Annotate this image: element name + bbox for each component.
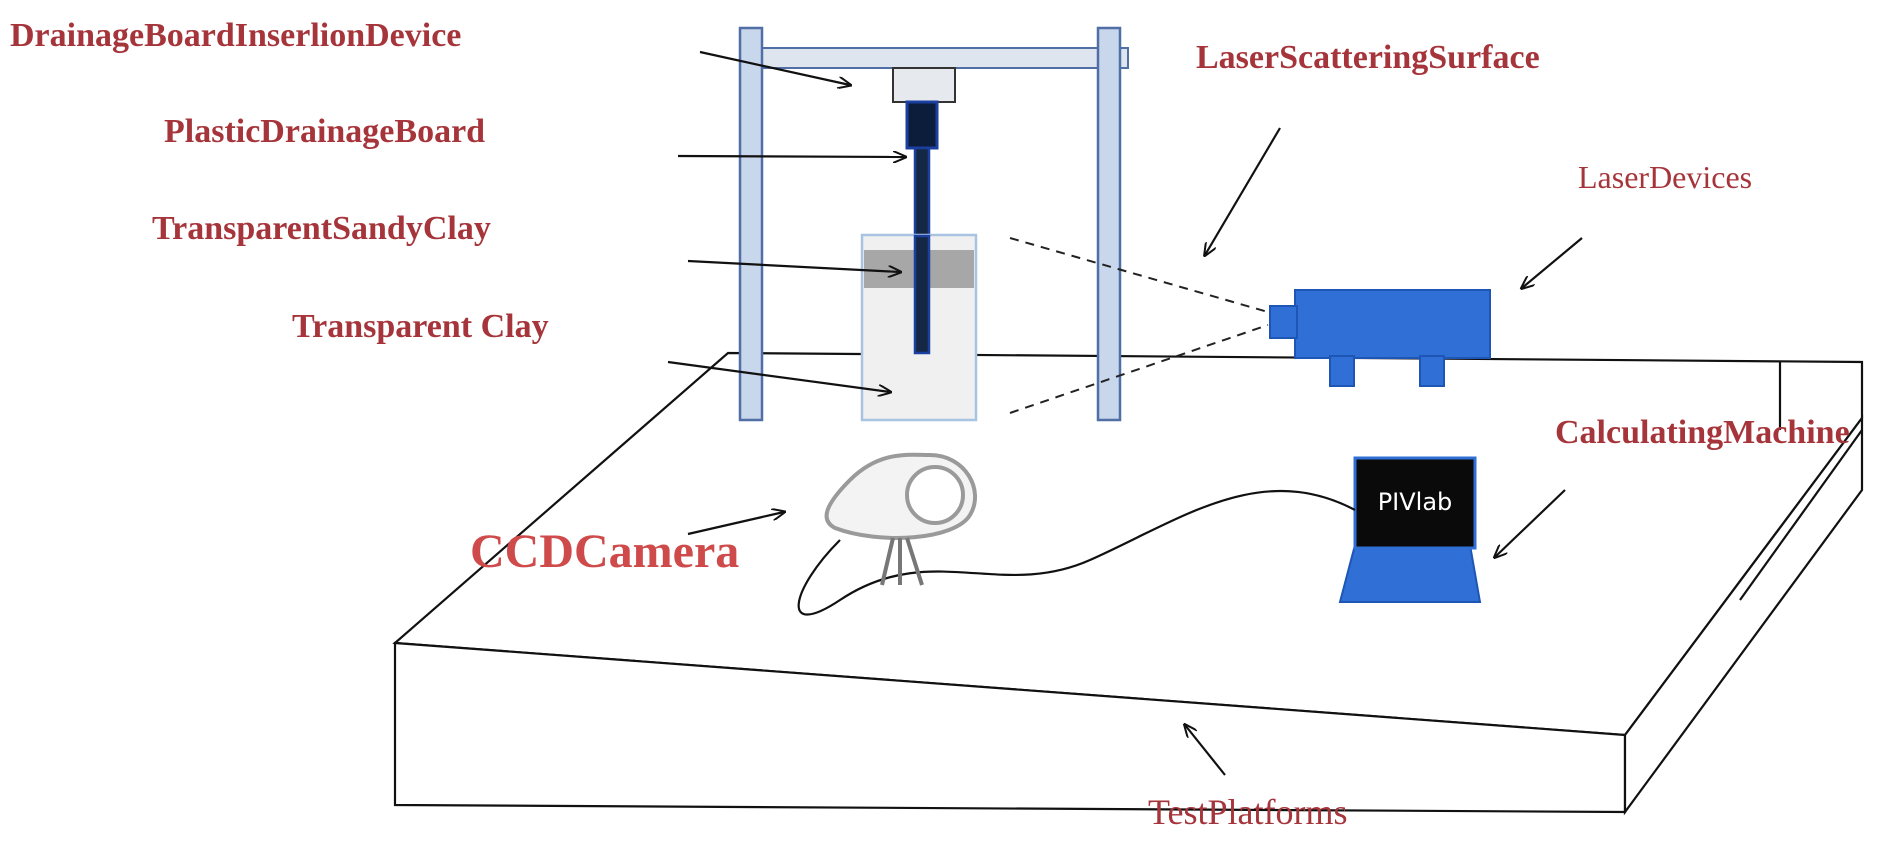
label-plastic-drainage-board: PlasticDrainageBoard xyxy=(164,113,485,150)
label-calculating-machine: CalculatingMachine xyxy=(1555,414,1850,451)
laptop-screen-text: PIVlab xyxy=(1378,488,1453,516)
arrow-sandy-clay xyxy=(687,259,900,272)
arrow-drainage-board xyxy=(677,156,905,157)
insertion-head xyxy=(892,67,956,103)
platform-inner-edge-2 xyxy=(1739,429,1863,601)
label-drainage-board-insertion-device: DrainageBoardInserlionDevice xyxy=(10,17,461,54)
laser-leg-right xyxy=(1419,355,1445,387)
drive-block xyxy=(905,100,939,150)
laser-device xyxy=(1269,289,1491,387)
calculating-machine-laptop: PIVlab xyxy=(1338,456,1482,603)
platform-side-face xyxy=(1623,414,1864,816)
label-laser-scattering-surface: LaserScatteringSurface xyxy=(1196,39,1540,76)
label-transparent-clay: Transparent Clay xyxy=(292,308,549,345)
label-test-platforms: TestPlatforms xyxy=(1148,792,1347,832)
arrow-laser-devices xyxy=(1522,237,1583,288)
laser-leg-left xyxy=(1329,355,1355,387)
label-ccd-camera: CCDCamera xyxy=(470,525,739,578)
laser-beam xyxy=(1009,237,1269,414)
laptop-screen xyxy=(1353,456,1477,550)
labels: DrainageBoardInserlionDevice PlasticDrai… xyxy=(10,17,1850,832)
test-platform xyxy=(392,351,1864,816)
laser-beam-upper xyxy=(1009,237,1269,313)
label-transparent-sandy-clay: TransparentSandyClay xyxy=(152,210,491,247)
arrow-insertion-device xyxy=(699,50,850,85)
arrow-ccd-camera xyxy=(687,512,784,536)
frame-left-post xyxy=(738,26,764,422)
arrow-test-platforms xyxy=(1185,725,1226,776)
label-laser-devices: LaserDevices xyxy=(1578,159,1752,195)
arrow-transparent-clay xyxy=(667,360,890,392)
rod-in-soil xyxy=(913,234,931,355)
pointer-arrows xyxy=(667,50,1583,776)
camera-tripod xyxy=(880,537,924,586)
insertion-frame xyxy=(738,26,1129,422)
laptop-base xyxy=(1338,544,1482,603)
camera-cable xyxy=(797,489,1356,616)
laser-body xyxy=(1294,289,1491,359)
laser-lens xyxy=(1269,305,1298,339)
frame-crossbar xyxy=(739,47,1129,69)
arrow-calculating-machine xyxy=(1495,489,1566,557)
frame-right-post xyxy=(1096,26,1122,422)
soil-container xyxy=(860,233,978,422)
ccd-camera xyxy=(824,452,977,586)
camera-lens xyxy=(905,465,965,525)
laser-beam-lower xyxy=(1009,324,1269,414)
arrow-laser-surface xyxy=(1205,127,1281,255)
